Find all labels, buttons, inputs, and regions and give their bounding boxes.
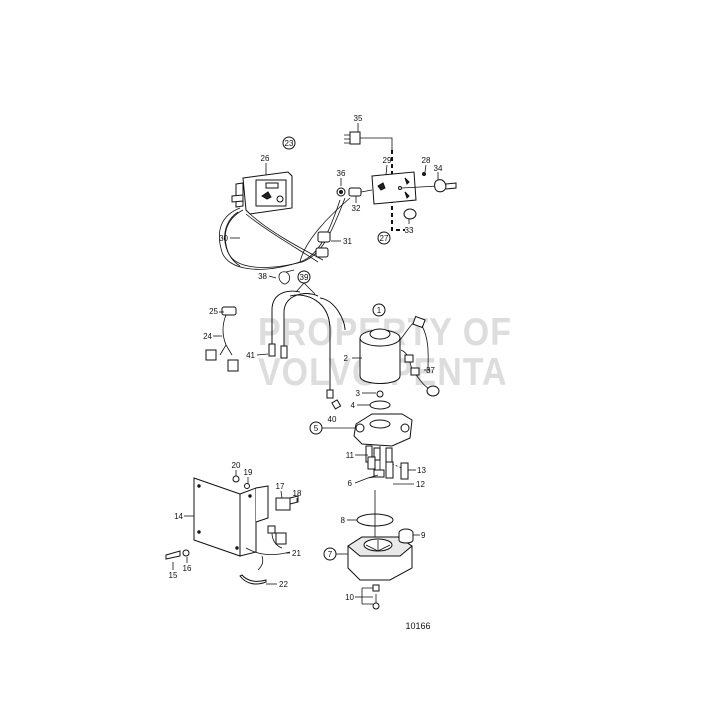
part-label-13[interactable]: 13 bbox=[417, 466, 426, 475]
knob-33-icon bbox=[403, 208, 417, 220]
leader-lines bbox=[172, 123, 439, 598]
part-label-35[interactable]: 35 bbox=[354, 114, 363, 123]
knob-34-icon bbox=[434, 179, 457, 193]
callout-7[interactable]: 7 bbox=[323, 547, 337, 561]
callout-27-label: 27 bbox=[380, 234, 389, 243]
part-label-6[interactable]: 6 bbox=[348, 479, 353, 488]
part-label-16[interactable]: 16 bbox=[183, 564, 192, 573]
plug-10-icon bbox=[372, 584, 380, 592]
relay-17-icon bbox=[275, 497, 291, 511]
callout-23[interactable]: 23 bbox=[282, 136, 296, 150]
relay-31-icon bbox=[315, 231, 331, 258]
part-label-36[interactable]: 36 bbox=[337, 169, 346, 178]
part-label-28[interactable]: 28 bbox=[422, 156, 431, 165]
drawing-number: 10166 bbox=[405, 621, 430, 631]
valve-13-icon bbox=[400, 462, 409, 480]
nut-20-icon bbox=[232, 475, 240, 483]
valve-block-5-icon bbox=[353, 413, 413, 480]
part-label-10[interactable]: 10 bbox=[345, 593, 354, 602]
o-ring-4-icon bbox=[369, 400, 391, 410]
callout-27[interactable]: 27 bbox=[377, 231, 391, 245]
part-label-24[interactable]: 24 bbox=[203, 332, 212, 341]
part-label-37[interactable]: 37 bbox=[426, 366, 435, 375]
pump-motor-2-icon bbox=[359, 315, 440, 397]
plug-6-icon bbox=[373, 469, 385, 478]
callout-39[interactable]: 39 bbox=[297, 270, 311, 284]
part-label-2[interactable]: 2 bbox=[344, 354, 349, 363]
clip-22-icon bbox=[239, 574, 267, 585]
part-label-25[interactable]: 25 bbox=[209, 307, 218, 316]
control-panel-26-icon bbox=[231, 171, 293, 215]
bolt-18-icon bbox=[289, 495, 299, 505]
callout-5[interactable]: 5 bbox=[309, 421, 323, 435]
part-label-26[interactable]: 26 bbox=[261, 154, 270, 163]
callout-1-label: 1 bbox=[377, 306, 382, 315]
callout-1[interactable]: 1 bbox=[372, 303, 386, 317]
screw-28-icon bbox=[422, 172, 426, 176]
part-label-19[interactable]: 19 bbox=[244, 468, 253, 477]
hydraulic-hoses-39-icon bbox=[268, 282, 346, 410]
part-label-12[interactable]: 12 bbox=[416, 480, 425, 489]
callout-39-label: 39 bbox=[300, 273, 309, 282]
bracket-14-icon bbox=[165, 475, 299, 585]
switch-35-icon bbox=[344, 131, 393, 150]
reservoir-7-icon bbox=[347, 490, 414, 610]
nut-3-icon bbox=[376, 390, 384, 398]
part-label-33[interactable]: 33 bbox=[405, 226, 414, 235]
part-label-31[interactable]: 31 bbox=[343, 237, 352, 246]
callout-5-label: 5 bbox=[314, 424, 319, 433]
part-label-17[interactable]: 17 bbox=[276, 482, 285, 491]
callout-7-label: 7 bbox=[328, 550, 333, 559]
part-label-8[interactable]: 8 bbox=[341, 516, 346, 525]
part-label-18[interactable]: 18 bbox=[293, 489, 302, 498]
part-label-38[interactable]: 38 bbox=[258, 272, 267, 281]
part-label-40[interactable]: 40 bbox=[328, 415, 337, 424]
arrow-icon bbox=[257, 555, 264, 571]
part-label-22[interactable]: 22 bbox=[279, 580, 288, 589]
part-label-14[interactable]: 14 bbox=[174, 512, 183, 521]
washer-16-icon bbox=[182, 549, 190, 557]
group-callouts: 23 27 39 1 5 7 bbox=[282, 136, 391, 561]
part-label-15[interactable]: 15 bbox=[169, 571, 178, 580]
cable-tie-38-icon bbox=[278, 269, 295, 285]
part-label-4[interactable]: 4 bbox=[351, 401, 356, 410]
part-label-41[interactable]: 41 bbox=[246, 351, 255, 360]
control-panel-assembly bbox=[218, 131, 457, 285]
callout-23-label: 23 bbox=[285, 139, 294, 148]
part-label-32[interactable]: 32 bbox=[352, 204, 361, 213]
connector-32-36-icon bbox=[336, 187, 373, 197]
part-label-9[interactable]: 9 bbox=[421, 531, 426, 540]
part-label-20[interactable]: 20 bbox=[232, 461, 241, 470]
valve-11-icon bbox=[367, 456, 376, 470]
valve-12-icon bbox=[385, 461, 394, 479]
bolt-15-icon bbox=[165, 550, 181, 560]
part-labels: 2 3 4 6 8 9 10 11 12 13 14 15 16 17 18 1… bbox=[169, 114, 443, 602]
harness-24-25-icon bbox=[205, 306, 239, 372]
part-label-34[interactable]: 34 bbox=[434, 164, 443, 173]
part-label-29[interactable]: 29 bbox=[383, 156, 392, 165]
washer-19-icon bbox=[244, 483, 250, 489]
part-label-3[interactable]: 3 bbox=[356, 389, 361, 398]
part-label-11[interactable]: 11 bbox=[346, 451, 355, 460]
part-label-21[interactable]: 21 bbox=[292, 549, 301, 558]
part-label-30[interactable]: 30 bbox=[219, 234, 228, 243]
control-plate-29-icon bbox=[371, 171, 439, 205]
